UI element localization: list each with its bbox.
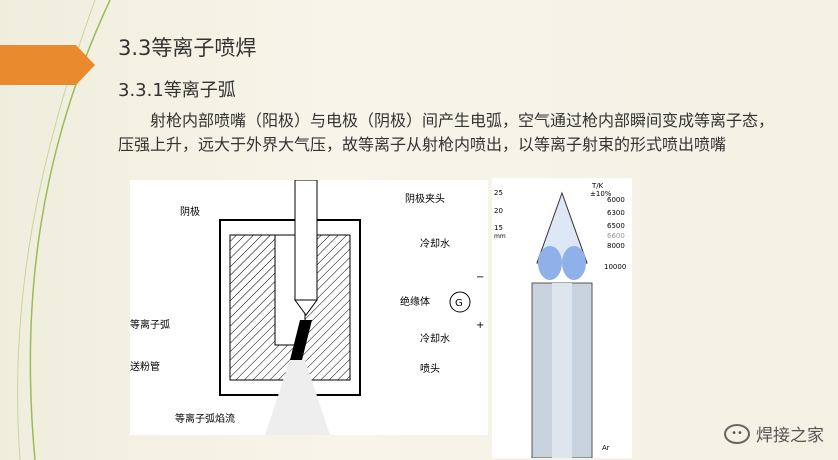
svg-text:G: G [455,298,463,309]
svg-text:10000: 10000 [604,263,626,271]
svg-text:阴极: 阴极 [180,205,200,218]
watermark: •• 焊接之家 [724,421,824,446]
orange-tab-accent [0,45,95,85]
svg-text:等离子弧焰流: 等离子弧焰流 [175,412,235,425]
svg-text:+: + [476,320,484,331]
svg-text:T/K: T/K [591,182,604,190]
svg-text:绝缘体: 绝缘体 [400,295,430,308]
svg-text:6000: 6000 [607,196,625,204]
watermark-text: 焊接之家 [756,426,824,446]
svg-text:冷却水: 冷却水 [420,237,450,250]
slide-paragraph: 射枪内部喷嘴（阳极）与电极（阴极）间产生电弧，空气通过枪内部瞬间变成等离子态，压… [118,111,775,154]
svg-text:喷头: 喷头 [420,363,440,375]
svg-text:20: 20 [494,207,503,215]
svg-text:阴极夹头: 阴极夹头 [405,192,445,205]
slide-subtitle: 3.3.1等离子弧 [118,80,236,101]
svg-text:15: 15 [494,224,503,232]
svg-text:Ar: Ar [602,444,610,452]
svg-text:6600: 6600 [607,232,625,240]
svg-text:mm: mm [494,233,506,240]
svg-text:6300: 6300 [607,209,625,217]
svg-text:送粉管: 送粉管 [130,360,160,373]
plasma-torch-diagram: 阴极 阴极夹头 冷却水 绝缘体 G − + 等离子弧 冷却水 送粉管 喷头 等离… [130,180,488,435]
svg-text:25: 25 [494,189,503,197]
svg-text:8000: 8000 [607,242,625,250]
svg-text:−: − [476,272,484,283]
svg-text:等离子弧: 等离子弧 [130,318,170,331]
slide-title: 3.3等离子喷焊 [118,36,257,60]
plasma-temperature-diagram: T/K ±10% 25 20 15 mm 6000 6300 6500 6600… [492,178,632,458]
svg-text:冷却水: 冷却水 [420,332,450,345]
svg-text:6500: 6500 [607,222,625,230]
svg-text:±10%: ±10% [590,190,612,198]
wechat-icon: •• [724,423,750,444]
